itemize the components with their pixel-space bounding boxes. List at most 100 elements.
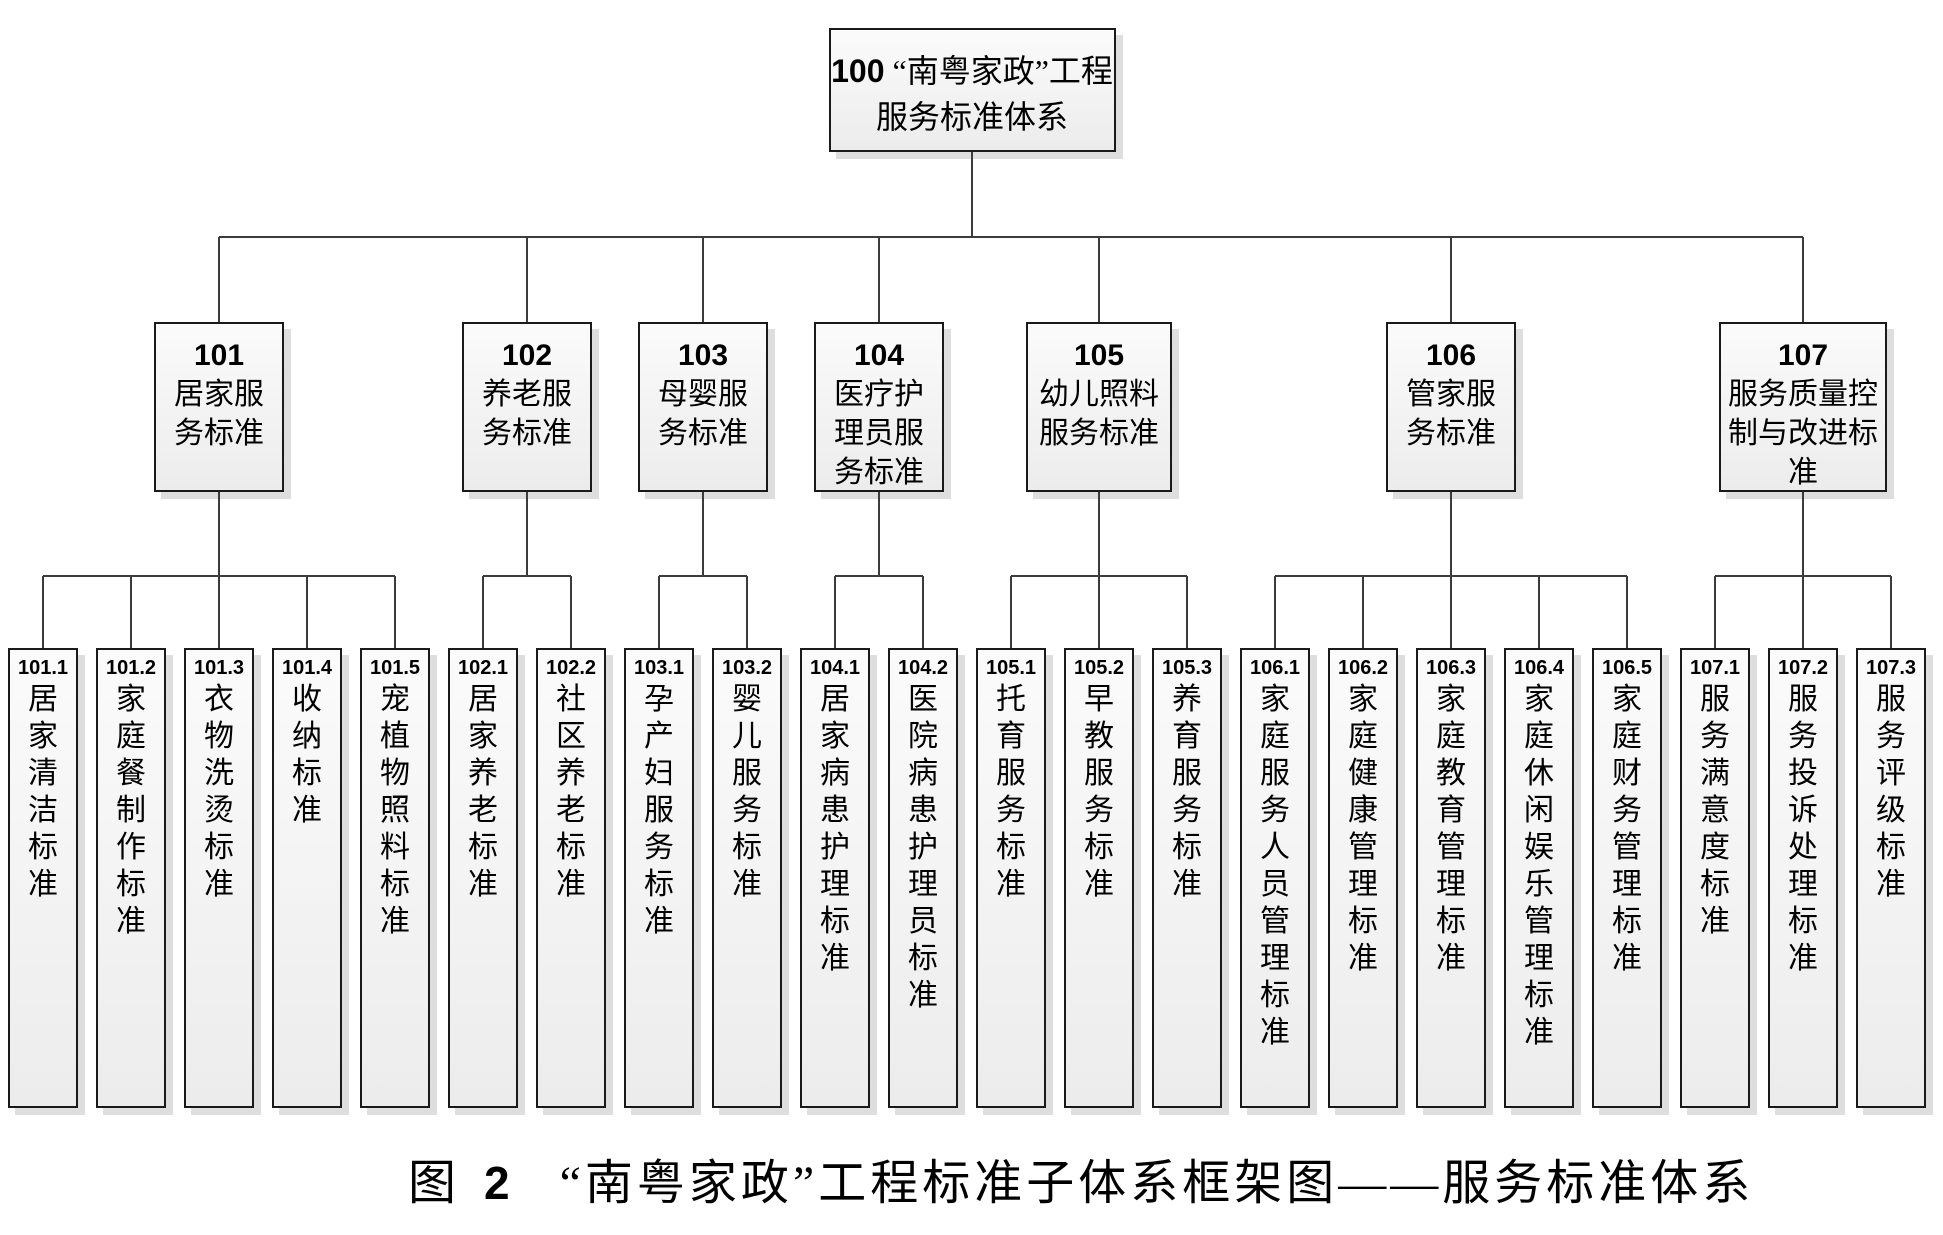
group-node-number: 104 — [853, 339, 905, 372]
connector-vline — [1626, 576, 1628, 648]
leaf-node-number: 102.1 — [457, 657, 509, 679]
leaf-bus-line — [1275, 575, 1627, 577]
group-node-number: 103 — [677, 339, 729, 372]
leaf-node-106.2: 106.2 家 庭 健 康 管 理 标 准 — [1328, 648, 1398, 1108]
connector-vline — [218, 237, 220, 322]
group-node-label-line: 养老服 — [482, 378, 572, 411]
root-drop-line — [971, 152, 973, 237]
leaf-node-number: 106.1 — [1249, 657, 1301, 679]
figure-number: 2 — [484, 1157, 518, 1209]
leaf-node-label: 收 纳 标 准 — [292, 683, 322, 827]
group-node-number: 105 — [1073, 339, 1125, 372]
leaf-node-number: 106.4 — [1513, 657, 1565, 679]
leaf-node-number: 101.5 — [369, 657, 421, 679]
leaf-node-label: 服 务 评 级 标 准 — [1876, 683, 1906, 901]
group-node-label-line: 准 — [1788, 456, 1818, 489]
group-node-label-line: 服务标准 — [1039, 417, 1159, 450]
leaf-node-label: 宠 植 物 照 料 标 准 — [380, 683, 410, 938]
connector-vline — [1802, 576, 1804, 648]
group-node-label-line: 居家服 — [174, 378, 264, 411]
leaf-node-number: 106.2 — [1337, 657, 1389, 679]
leaf-node-number: 105.1 — [985, 657, 1037, 679]
connector-vline — [1450, 576, 1452, 648]
leaf-bus-line — [1715, 575, 1891, 577]
leaf-node-106.1: 106.1 家 庭 服 务 人 员 管 理 标 准 — [1240, 648, 1310, 1108]
group-node-label-line: 服务质量控 — [1728, 378, 1878, 411]
root-node-number: 100 — [831, 53, 885, 89]
connector-vline — [1098, 576, 1100, 648]
group-node-label-line: 幼儿照料 — [1039, 378, 1159, 411]
group-node-105: 105 幼儿照料服务标准 — [1026, 322, 1172, 492]
leaf-node-label: 托 育 服 务 标 准 — [996, 683, 1026, 901]
connector-vline — [1098, 237, 1100, 322]
group-node-label-line: 母婴服 — [658, 378, 748, 411]
leaf-node-106.3: 106.3 家 庭 教 育 管 理 标 准 — [1416, 648, 1486, 1108]
group-node-label-line: 务标准 — [482, 417, 572, 450]
leaf-node-label: 家 庭 教 育 管 理 标 准 — [1436, 683, 1466, 975]
connector-vline — [130, 576, 132, 648]
connector-vline — [42, 576, 44, 648]
connector-vline — [1714, 576, 1716, 648]
leaf-node-105.1: 105.1 托 育 服 务 标 准 — [976, 648, 1046, 1108]
leaf-node-label: 衣 物 洗 烫 标 准 — [204, 683, 234, 901]
leaf-bus-line — [835, 575, 923, 577]
leaf-node-label: 居 家 养 老 标 准 — [468, 683, 498, 901]
leaf-node-number: 101.1 — [17, 657, 69, 679]
leaf-bus-line — [43, 575, 395, 577]
leaf-node-label: 早 教 服 务 标 准 — [1084, 683, 1114, 901]
leaf-node-label: 家 庭 服 务 人 员 管 理 标 准 — [1260, 683, 1290, 1049]
leaf-node-number: 106.5 — [1601, 657, 1653, 679]
group-node-label-line: 管家服 — [1406, 378, 1496, 411]
leaf-node-label: 养 育 服 务 标 准 — [1172, 683, 1202, 901]
connector-vline — [1010, 576, 1012, 648]
group-node-106: 106 管家服务标准 — [1386, 322, 1516, 492]
leaf-node-number: 101.4 — [281, 657, 333, 679]
figure-label: 图 2 — [408, 1157, 518, 1210]
leaf-bus-line — [659, 575, 747, 577]
connector-vline — [702, 492, 704, 576]
group-node-label-line: 制与改进标 — [1728, 417, 1878, 450]
connector-vline — [1802, 237, 1804, 322]
leaf-node-105.3: 105.3 养 育 服 务 标 准 — [1152, 648, 1222, 1108]
leaf-node-number: 105.3 — [1161, 657, 1213, 679]
connector-vline — [658, 576, 660, 648]
leaf-node-label: 家 庭 健 康 管 理 标 准 — [1348, 683, 1378, 975]
leaf-node-number: 103.1 — [633, 657, 685, 679]
connector-vline — [702, 237, 704, 322]
leaf-node-label: 婴 儿 服 务 标 准 — [732, 683, 762, 901]
connector-vline — [526, 237, 528, 322]
leaf-node-number: 106.3 — [1425, 657, 1477, 679]
connector-vline — [570, 576, 572, 648]
leaf-node-number: 101.2 — [105, 657, 157, 679]
leaf-node-number: 107.3 — [1865, 657, 1917, 679]
group-node-number: 107 — [1777, 339, 1829, 372]
connector-vline — [746, 576, 748, 648]
leaf-node-101.5: 101.5 宠 植 物 照 料 标 准 — [360, 648, 430, 1108]
connector-vline — [878, 237, 880, 322]
connector-vline — [1890, 576, 1892, 648]
root-node-label: 100 “南粤家政”工程服务标准体系 — [831, 53, 1113, 135]
connector-vline — [482, 576, 484, 648]
group-node-label-line: 务标准 — [658, 417, 748, 450]
leaf-node-label: 医 院 病 患 护 理 员 标 准 — [908, 683, 938, 1012]
connector-vline — [1450, 237, 1452, 322]
leaf-node-102.1: 102.1 居 家 养 老 标 准 — [448, 648, 518, 1108]
group-node-number: 106 — [1425, 339, 1477, 372]
connector-vline — [1362, 576, 1364, 648]
group-node-number: 101 — [193, 339, 245, 372]
group-node-label-line: 务标准 — [1406, 417, 1496, 450]
connector-vline — [1098, 492, 1100, 576]
group-node-label-line: 理员服 — [834, 417, 924, 450]
